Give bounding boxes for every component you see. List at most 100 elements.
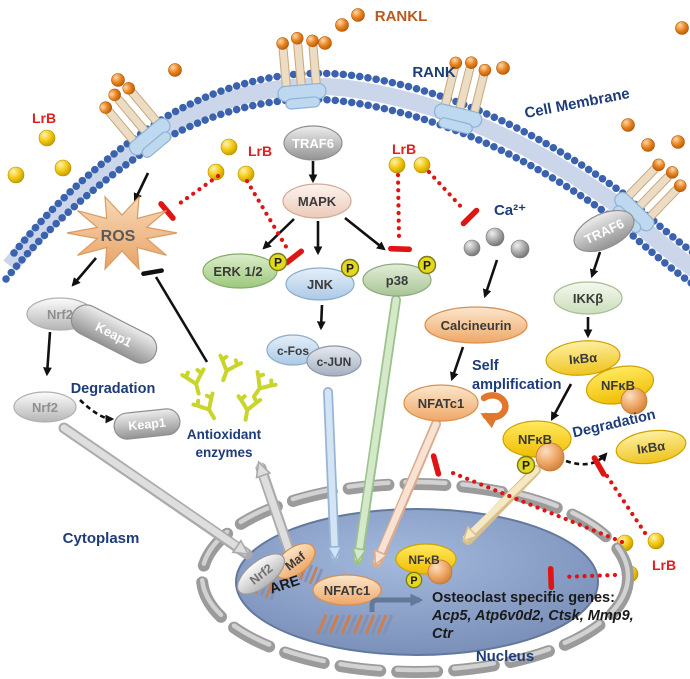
rank-label: RANK [412, 64, 455, 81]
lrb-label-mid: LrB [248, 143, 272, 159]
traf6-right-ellipse [573, 209, 635, 253]
ros-label: ROS [101, 228, 136, 245]
dna-hatch-nfatc1 [316, 614, 394, 635]
receptor-left [91, 74, 179, 165]
nrf2-bound-label: Nrf2 [47, 307, 73, 322]
jnk-phospho [340, 258, 360, 278]
self-amplification-line1: Self [472, 358, 499, 374]
arrow-ros-to-nrf2 [71, 257, 97, 287]
signal-arrows [43, 161, 608, 466]
cfos-label: c-Fos [277, 344, 309, 358]
nfkb-active-subunit [535, 442, 565, 472]
inhibit-lrb-degradation-bar [590, 454, 608, 478]
ikba-bound-label: IκBα [568, 350, 597, 367]
cjun-node [306, 345, 362, 377]
arrow-nfatc1-to-nucleus [373, 420, 440, 561]
nfkb-phospho [516, 455, 536, 475]
cell-membrane-label-wrap: Cell Membrane [523, 85, 631, 122]
arrow-cjun-to-nucleus [324, 388, 335, 556]
nfkb-nucleus-subunit [427, 559, 453, 585]
ikba-degraded-ellipse [615, 429, 687, 465]
inhibit-lrb-degradation-line [604, 473, 648, 536]
arrow-nfkb-to-nucleus [466, 466, 540, 538]
ikba-degraded-label: IκBα [636, 438, 666, 457]
antioxidant-label-line1: Antioxidant [187, 427, 262, 442]
keap1-degraded-capsule [113, 408, 181, 440]
erk-phospho [268, 252, 288, 272]
genes-list-line1: Acp5, Atp6v0d2, Ctsk, Mmp9, [431, 608, 634, 624]
cytoplasm-label: Cytoplasm [63, 530, 140, 547]
degradation-left-label: Degradation [71, 381, 156, 397]
jnk-label: JNK [307, 277, 334, 292]
inhibit-lrb-ros-line [173, 173, 221, 209]
dashed-arrow-ikba-degradation [565, 452, 608, 466]
lrb-label-left: LrB [32, 110, 56, 126]
nfkb-active-label: NFκB [518, 432, 552, 447]
inhibit-lrb-nfatc1-bar [430, 452, 442, 478]
nfatc1-nucleus-node [312, 574, 382, 606]
inhibit-lrb-ca-line [426, 169, 467, 213]
dashed-arrow-nrf2-degradation [79, 399, 115, 424]
arrow-complex-to-nfkbp [550, 383, 573, 421]
p38-node [362, 263, 432, 297]
jnk-node [285, 267, 355, 301]
nrf2-free-label: Nrf2 [32, 400, 58, 415]
cell-membrane-label: Cell Membrane [523, 85, 631, 122]
ikba-bound-node: IκBα [545, 340, 621, 376]
calcium-ions [463, 227, 530, 259]
arrow-nucleus-to-enzymes [260, 466, 294, 557]
calcineurin-node [424, 306, 528, 344]
nfatc1-label: NFATc1 [418, 396, 464, 411]
ros-burst: ROS [66, 195, 178, 271]
arrow-nrf2-to-nucleus [60, 424, 245, 556]
mapk-label: MAPK [298, 194, 337, 209]
arrow-receptor-to-ros [133, 172, 150, 202]
p38-phospho [417, 255, 437, 275]
keap1-degraded-node: Keap1 [113, 408, 181, 440]
nrf2-nucleus-node: Nrf2 [236, 553, 286, 595]
ikkb-node [553, 281, 623, 315]
inhibit-lrb-p38-bar [387, 245, 413, 253]
genes-list-line2: Ctr [432, 626, 454, 642]
inhibit-enzymes-to-ros-line [154, 276, 209, 363]
calcineurin-label: Calcineurin [441, 318, 512, 333]
nfkb-inactive-label: NFκB [601, 378, 635, 393]
inhibit-lrb-ca-bar [459, 206, 481, 228]
nfatc1-node [403, 384, 479, 422]
nrf2-nucleus-ellipse [236, 553, 286, 595]
arrow-traf6-to-ikkb [589, 251, 602, 279]
traf6-label: TRAF6 [292, 136, 334, 151]
antioxidant-label-line2: enzymes [195, 445, 252, 460]
inhibit-lrb-nucleus-bar [547, 565, 555, 591]
nfatc1-nucleus-label: NFATc1 [324, 583, 370, 598]
ikba-degraded-node: IκBα [615, 429, 687, 465]
nrf2-free-node [13, 391, 77, 423]
arrow-nrf2-release [43, 331, 52, 377]
rankl-ligand-dots [111, 8, 689, 152]
ikkb-label: IKKβ [573, 291, 603, 306]
lrb-label-right: LrB [392, 141, 416, 157]
p38-label: p38 [386, 273, 408, 288]
keap1-degraded-label: Keap1 [128, 416, 167, 434]
inhibit-enzymes-to-ros-bar [141, 268, 164, 277]
translocation-arrows [58, 295, 541, 568]
inhibit-lrb-erk-line [244, 178, 291, 253]
antioxidant-enzyme-shapes [180, 352, 279, 426]
arrow-calcineurin-to-nfatc1 [449, 346, 465, 382]
traf6-node [283, 125, 343, 161]
ikba-bound-ellipse [545, 340, 621, 376]
keap1-node: Keap1 [70, 304, 158, 364]
traf6-right-node: TRAF6 [573, 209, 635, 253]
arrow-jnk-to-cfos [316, 304, 326, 331]
self-amplification-arrow [480, 392, 509, 429]
mapk-node [282, 183, 352, 219]
inhibit-lrb-nfatc1-line [445, 468, 625, 545]
nfkb-nucleus-phospho [405, 571, 423, 589]
genes-title: Osteoclast specific genes: [432, 590, 615, 606]
calcium-label: Ca²⁺ [494, 202, 526, 219]
nfkb-inactive-subunit [620, 387, 648, 415]
arrow-ca-to-calcineurin [482, 259, 499, 299]
arrow-mapk-to-p38 [344, 216, 386, 251]
lrb-inhibition-lines [157, 169, 648, 591]
